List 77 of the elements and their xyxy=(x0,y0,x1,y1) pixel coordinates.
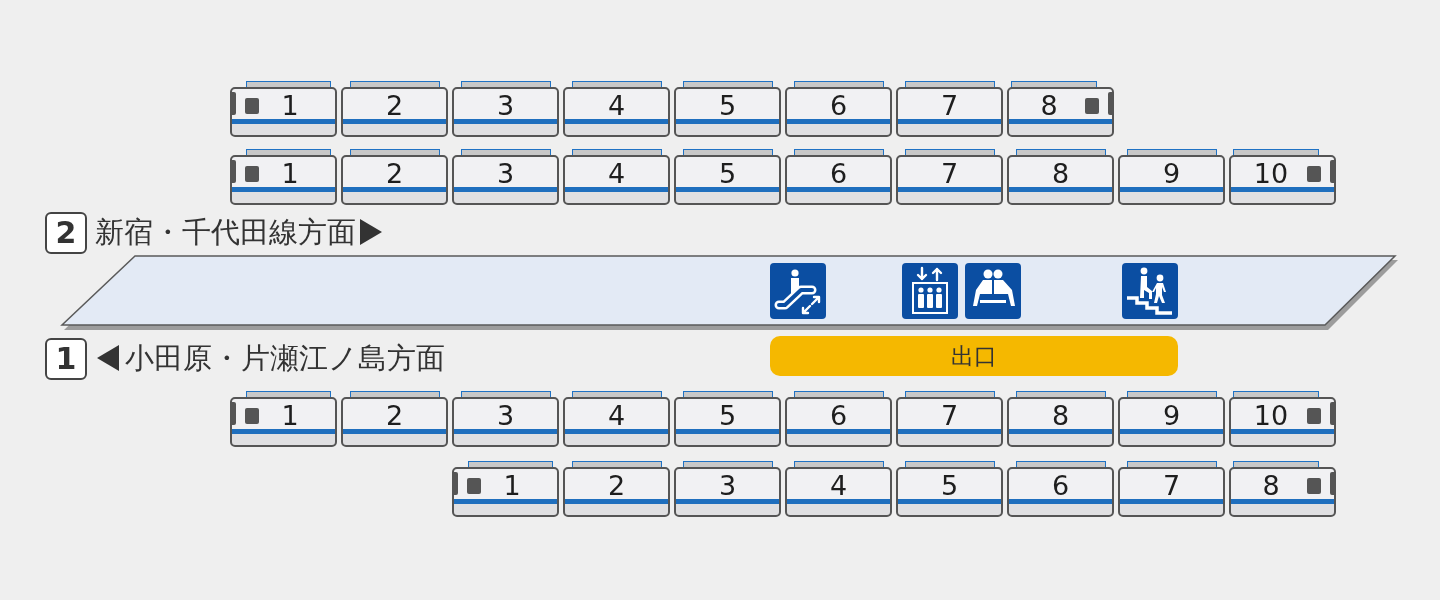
train-car xyxy=(674,467,781,517)
car-number: 6 xyxy=(829,91,848,121)
train-car xyxy=(674,155,781,205)
exit-sign: 出口 xyxy=(770,336,1178,376)
train-car xyxy=(563,397,670,447)
car-number: 9 xyxy=(1162,159,1181,189)
direction-label: 新宿・千代田線方面 xyxy=(95,214,356,250)
train-car xyxy=(1229,397,1336,447)
car-number: 7 xyxy=(940,91,959,121)
train-car xyxy=(896,397,1003,447)
car-number: 3 xyxy=(496,159,515,189)
car-number: 2 xyxy=(385,91,404,121)
train-car xyxy=(230,397,337,447)
car-number: 2 xyxy=(607,471,626,501)
car-number: 1 xyxy=(281,401,299,431)
car-number: 8 xyxy=(1040,91,1058,121)
car-number: 8 xyxy=(1262,471,1280,501)
track-number: 2 xyxy=(45,212,87,254)
train-car xyxy=(563,467,670,517)
train-car xyxy=(1229,155,1336,205)
car-number: 4 xyxy=(607,401,626,431)
car-number: 4 xyxy=(829,471,848,501)
car-number: 1 xyxy=(281,91,299,121)
train-car xyxy=(563,155,670,205)
train-car xyxy=(230,87,337,137)
car-number: 5 xyxy=(718,159,737,189)
car-number: 3 xyxy=(496,91,515,121)
car-number: 6 xyxy=(1051,471,1070,501)
train-car xyxy=(1007,87,1114,137)
track-number: 1 xyxy=(45,338,87,380)
car-number: 5 xyxy=(940,471,959,501)
train-car xyxy=(452,155,559,205)
train-car xyxy=(1118,467,1225,517)
train-car xyxy=(785,87,892,137)
train-car xyxy=(1007,397,1114,447)
car-number: 5 xyxy=(718,91,737,121)
car-number: 10 xyxy=(1253,159,1289,189)
train-car xyxy=(341,397,448,447)
train-car xyxy=(452,397,559,447)
train-car xyxy=(452,467,559,517)
car-number: 6 xyxy=(829,401,848,431)
train-car xyxy=(674,397,781,447)
car-number: 2 xyxy=(385,159,404,189)
train-car xyxy=(896,155,1003,205)
train-car xyxy=(896,87,1003,137)
car-number: 8 xyxy=(1051,159,1070,189)
train-car xyxy=(563,87,670,137)
car-number: 4 xyxy=(607,159,626,189)
train-car xyxy=(1229,467,1336,517)
car-number: 1 xyxy=(281,159,299,189)
car-number: 4 xyxy=(607,91,626,121)
direction-label: 小田原・片瀬江ノ島方面 xyxy=(125,340,445,376)
car-number: 8 xyxy=(1051,401,1070,431)
train-car xyxy=(452,87,559,137)
car-number: 7 xyxy=(1162,471,1181,501)
train-car xyxy=(674,87,781,137)
train-car xyxy=(341,155,448,205)
train-car xyxy=(1007,155,1114,205)
car-number: 7 xyxy=(940,159,959,189)
train-car xyxy=(785,467,892,517)
train-car xyxy=(785,155,892,205)
train-car xyxy=(785,397,892,447)
train-car xyxy=(1007,467,1114,517)
train-car xyxy=(896,467,1003,517)
train-car xyxy=(1118,155,1225,205)
car-number: 2 xyxy=(385,401,404,431)
car-number: 3 xyxy=(496,401,515,431)
car-number: 7 xyxy=(940,401,959,431)
car-number: 1 xyxy=(503,471,521,501)
car-number: 3 xyxy=(718,471,737,501)
car-number: 6 xyxy=(829,159,848,189)
train-car xyxy=(341,87,448,137)
car-number: 9 xyxy=(1162,401,1181,431)
car-number: 10 xyxy=(1253,401,1289,431)
car-number: 5 xyxy=(718,401,737,431)
train-car xyxy=(1118,397,1225,447)
train-car xyxy=(230,155,337,205)
